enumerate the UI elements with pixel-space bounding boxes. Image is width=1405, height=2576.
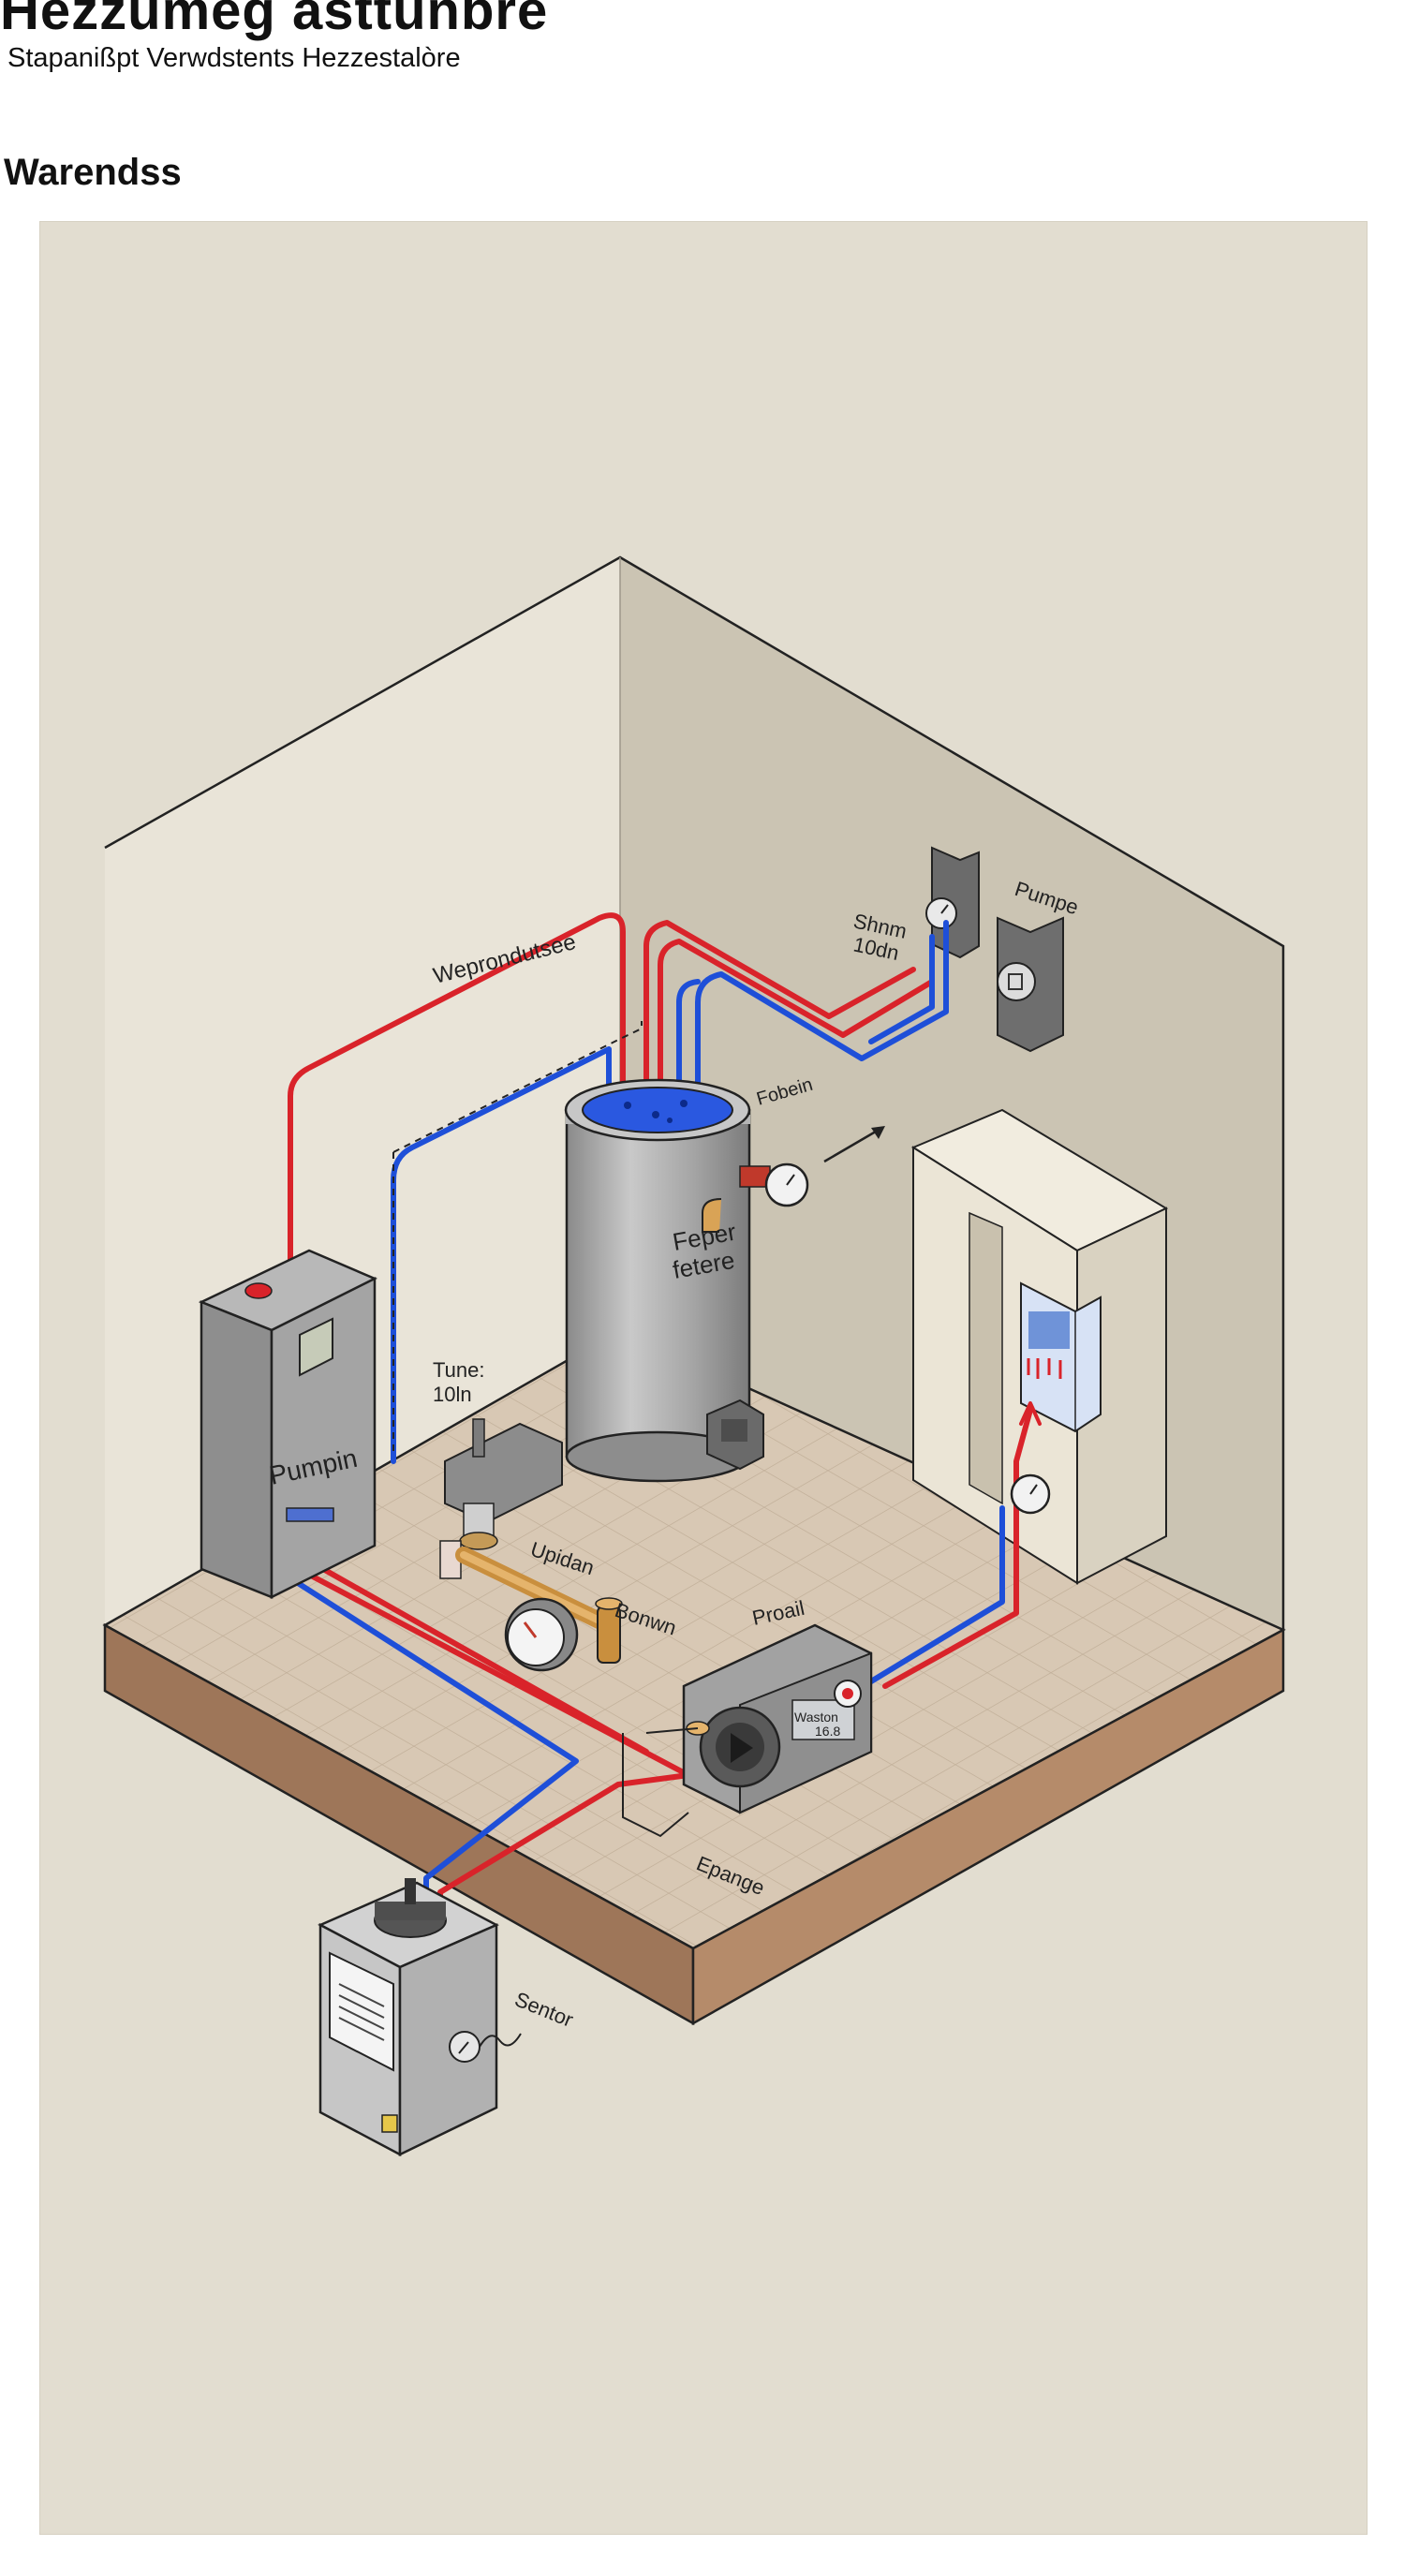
cold-pipe-tank-right [695,920,949,1094]
motor-pump [682,1623,873,1814]
control-wires [622,1727,699,1838]
diagram-title: Hezzumeg asttunbre [0,0,549,41]
hot-pipe-tank-right-1 [643,920,916,1089]
gauge-icon [997,962,1036,1001]
separator-unit [318,1878,522,2157]
hot-pipe-main [288,912,626,1286]
wall-cabinet [910,1108,1169,1585]
distribution-box [1020,1281,1102,1433]
manifold-unit [444,1418,563,1550]
label-tune-1: Tune: [433,1358,484,1382]
label-motor-plate-1: Waston [794,1710,838,1725]
storage-tank [564,1078,809,1483]
cabinet-pipe-gauge [1010,1473,1051,1515]
wall-outline [104,555,1285,1630]
label-tune-2: 10ln [433,1383,472,1406]
hot-pipe-motor [882,1407,1033,1689]
label-sentor: Sentor [511,1987,576,2031]
left-pump-cabinet [198,1249,377,1600]
flow-arrow-icon [823,1126,885,1163]
brass-valve-gauge [439,1540,623,1672]
cold-pipe-motor [868,1505,1005,1684]
wall-controller-pumpe [997,916,1064,1053]
guide-lines [392,1021,643,1457]
floor-front-right [691,1627,1285,2026]
section-heading: Warendss [4,152,182,193]
room-floor [102,1328,1286,2026]
hot-pipe-tank-right-2 [658,939,935,1089]
diagram-subtitle: Stapanißpt Verwdstents Hezzestalòre [7,43,461,73]
label-motor-plate-2: 16.8 [815,1724,840,1739]
